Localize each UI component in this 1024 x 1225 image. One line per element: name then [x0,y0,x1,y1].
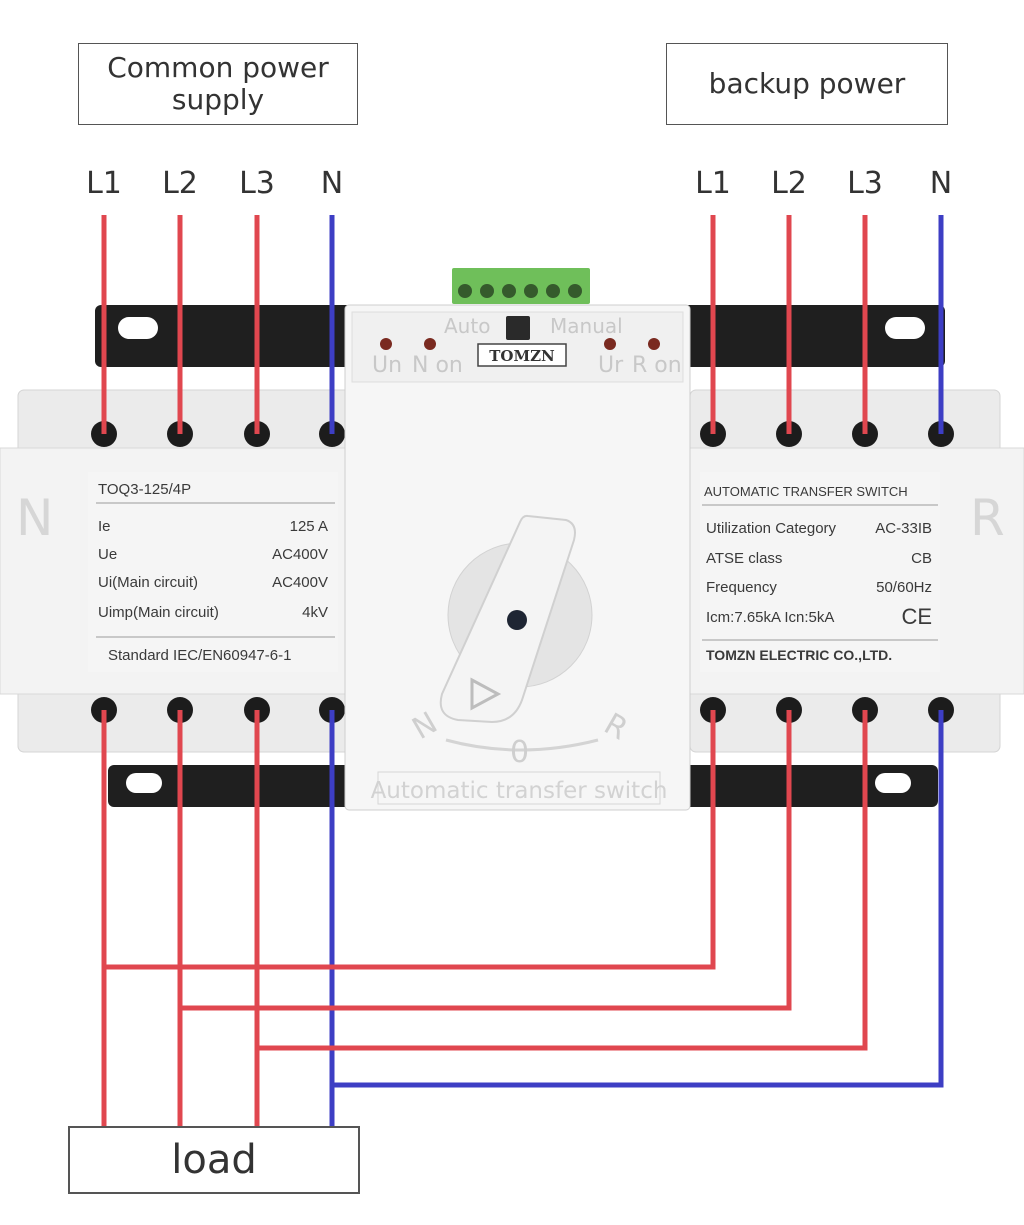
backup-terminal-label: L3 [847,166,883,201]
side-letter-n: N [16,489,53,547]
wire-bridge-n [332,710,944,1088]
spec-key: Icm:7.65kA Icn:5kA [706,609,834,626]
control-terminal-block [452,268,590,304]
auto-manual-switch[interactable] [506,316,530,340]
spec-key: ATSE class [706,550,782,567]
wire-bridge-l2 [180,710,792,1011]
knob-position-label: 0 [510,735,529,770]
spec-value: AC-33IB [875,520,932,537]
common-power-supply-label: Common power supply [107,50,329,116]
spec-value: AC400V [272,574,328,591]
backup-terminal-label: L2 [771,166,807,201]
knob-arc [445,738,599,752]
standard-text: Standard IEC/EN60947-6-1 [108,647,291,664]
led-label: Ur [598,353,624,378]
backup-terminal-label: N [929,166,953,201]
terminal-screw [480,284,494,298]
brand-logo-text: TOMZN [489,347,555,365]
maker-text: TOMZN ELECTRIC CO.,LTD. [706,647,892,663]
knob-screw [507,610,527,630]
terminal-screw [458,284,472,298]
wire-bridge-l1 [104,710,716,970]
spec-key: Frequency [706,579,777,596]
mode-manual-label: Manual [550,314,623,338]
din-rail-slot [885,317,925,339]
wire-bridge-l3 [257,710,868,1051]
din-rail-slot [875,773,911,793]
terminal-screw [502,284,516,298]
model-number: TOQ3-125/4P [98,481,191,498]
terminal-screw [524,284,538,298]
load-box: load [68,1126,360,1194]
spec-key: Ue [98,546,117,563]
common-terminal-label: L3 [239,166,275,201]
terminal-screw [546,284,560,298]
led-label: R on [632,353,682,378]
backup-terminal-label: L1 [695,166,731,201]
side-letter-r: R [970,489,1005,547]
led-indicator [424,338,436,350]
load-wires [101,710,944,1128]
backup-power-box: backup power [666,43,948,125]
common-power-supply-box: Common power supply [78,43,358,125]
common-terminal-label: L1 [86,166,122,201]
spec-key: Ui(Main circuit) [98,574,198,591]
spec-value: AC400V [272,546,328,563]
common-terminal-label: N [320,166,344,201]
embossed-device-label: Automatic transfer switch [371,778,668,804]
backup-power-label: backup power [708,66,906,100]
led-label: N on [412,353,463,378]
spec-key: Utilization Category [706,520,837,537]
load-label: load [171,1137,257,1183]
control-terminal-screws [458,284,582,298]
spec-value: 125 A [290,518,328,535]
left-nameplate [88,472,338,672]
knob-arrow-icon [470,677,502,711]
led-indicator [648,338,660,350]
brand-badge [477,343,567,367]
led-indicator [380,338,392,350]
spec-value: CB [911,550,932,567]
plate-title: AUTOMATIC TRANSFER SWITCH [704,484,908,499]
led-indicator [604,338,616,350]
ce-mark: CE [901,604,932,629]
spec-value: 4kV [302,604,328,621]
mode-auto-label: Auto [444,314,490,338]
din-rail-slot [118,317,158,339]
led-label: Un [372,353,402,378]
din-rail-slot [126,773,162,793]
spec-key: Uimp(Main circuit) [98,604,219,621]
common-terminal-label: L2 [162,166,198,201]
spec-key: Ie [98,518,111,535]
spec-value: 50/60Hz [876,579,932,596]
right-nameplate [700,472,940,672]
embossed-label-frame [377,771,661,805]
terminal-screw [568,284,582,298]
supply-wires [101,215,944,434]
